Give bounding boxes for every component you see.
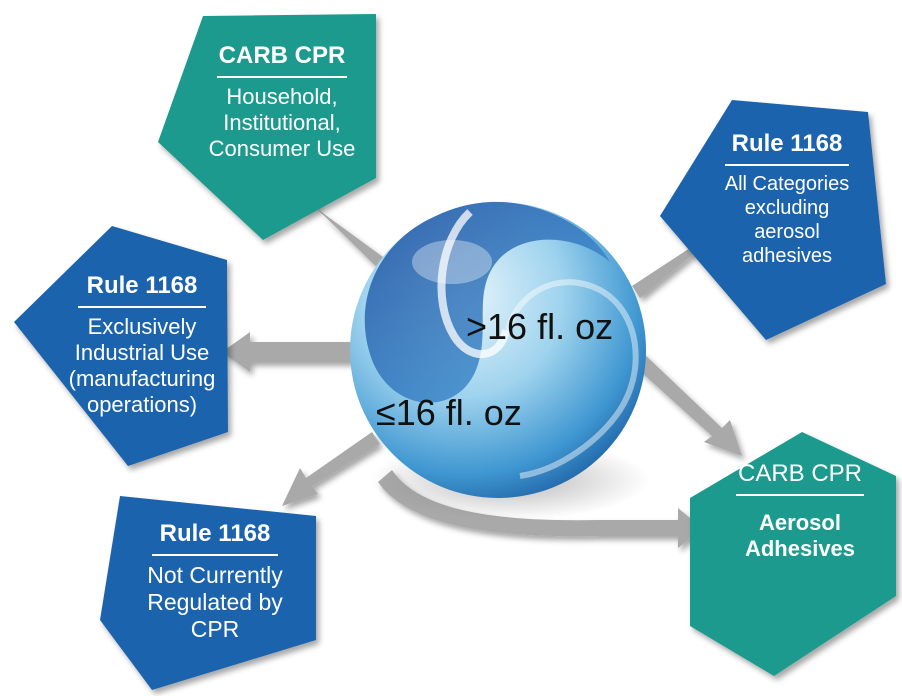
node-body: Not Currently Regulated by CPR [147,562,283,642]
node-body: Exclusively Industrial Use (manufacturin… [68,314,216,417]
title-divider [736,494,864,496]
title-divider [217,76,347,78]
node-carb-household: CARB CPR Household, Institutional, Consu… [196,42,368,162]
title-divider [152,554,278,556]
node-rule1168-all: Rule 1168 All Categories excluding aeros… [712,130,862,268]
node-title: Rule 1168 [159,520,271,547]
upper-volume-label: >16 fl. oz [466,306,614,347]
node-title: Rule 1168 [86,272,198,299]
node-body: Aerosol Adhesives [744,510,856,561]
arrow-to-rule1168-not-regulated [282,432,380,506]
pentagon-carb-aerosol [690,432,896,676]
arrow-to-carb-household [300,192,398,280]
node-carb-aerosol: CARB CPR Aerosol Adhesives [730,460,870,562]
sphere-swirl [364,201,610,403]
pentagon-carb-household [158,14,376,240]
arrow-to-rule1168-industrial [222,332,360,372]
pentagon-rule1168-industrial [14,226,228,466]
node-title: CARB CPR [218,42,346,69]
node-body: All Categories excluding aerosol adhesiv… [724,173,850,267]
pentagon-rule1168-not-regulated [100,496,316,690]
title-divider [725,164,849,166]
lower-volume-label: ≤16 fl. oz [376,392,522,433]
center-sphere [350,201,646,498]
node-title: Rule 1168 [731,130,843,157]
node-rule1168-industrial: Rule 1168 Exclusively Industrial Use (ma… [56,272,228,418]
arrow-to-carb-aerosol-upper [630,352,742,456]
node-body: Household, Institutional, Consumer Use [208,84,356,161]
pentagon-rule1168-all [660,100,886,340]
node-rule1168-not-regulated: Rule 1168 Not Currently Regulated by CPR [132,520,298,643]
node-title: CARB CPR [737,460,863,487]
arrow-to-carb-aerosol-lower [378,470,702,548]
title-divider [78,306,206,308]
